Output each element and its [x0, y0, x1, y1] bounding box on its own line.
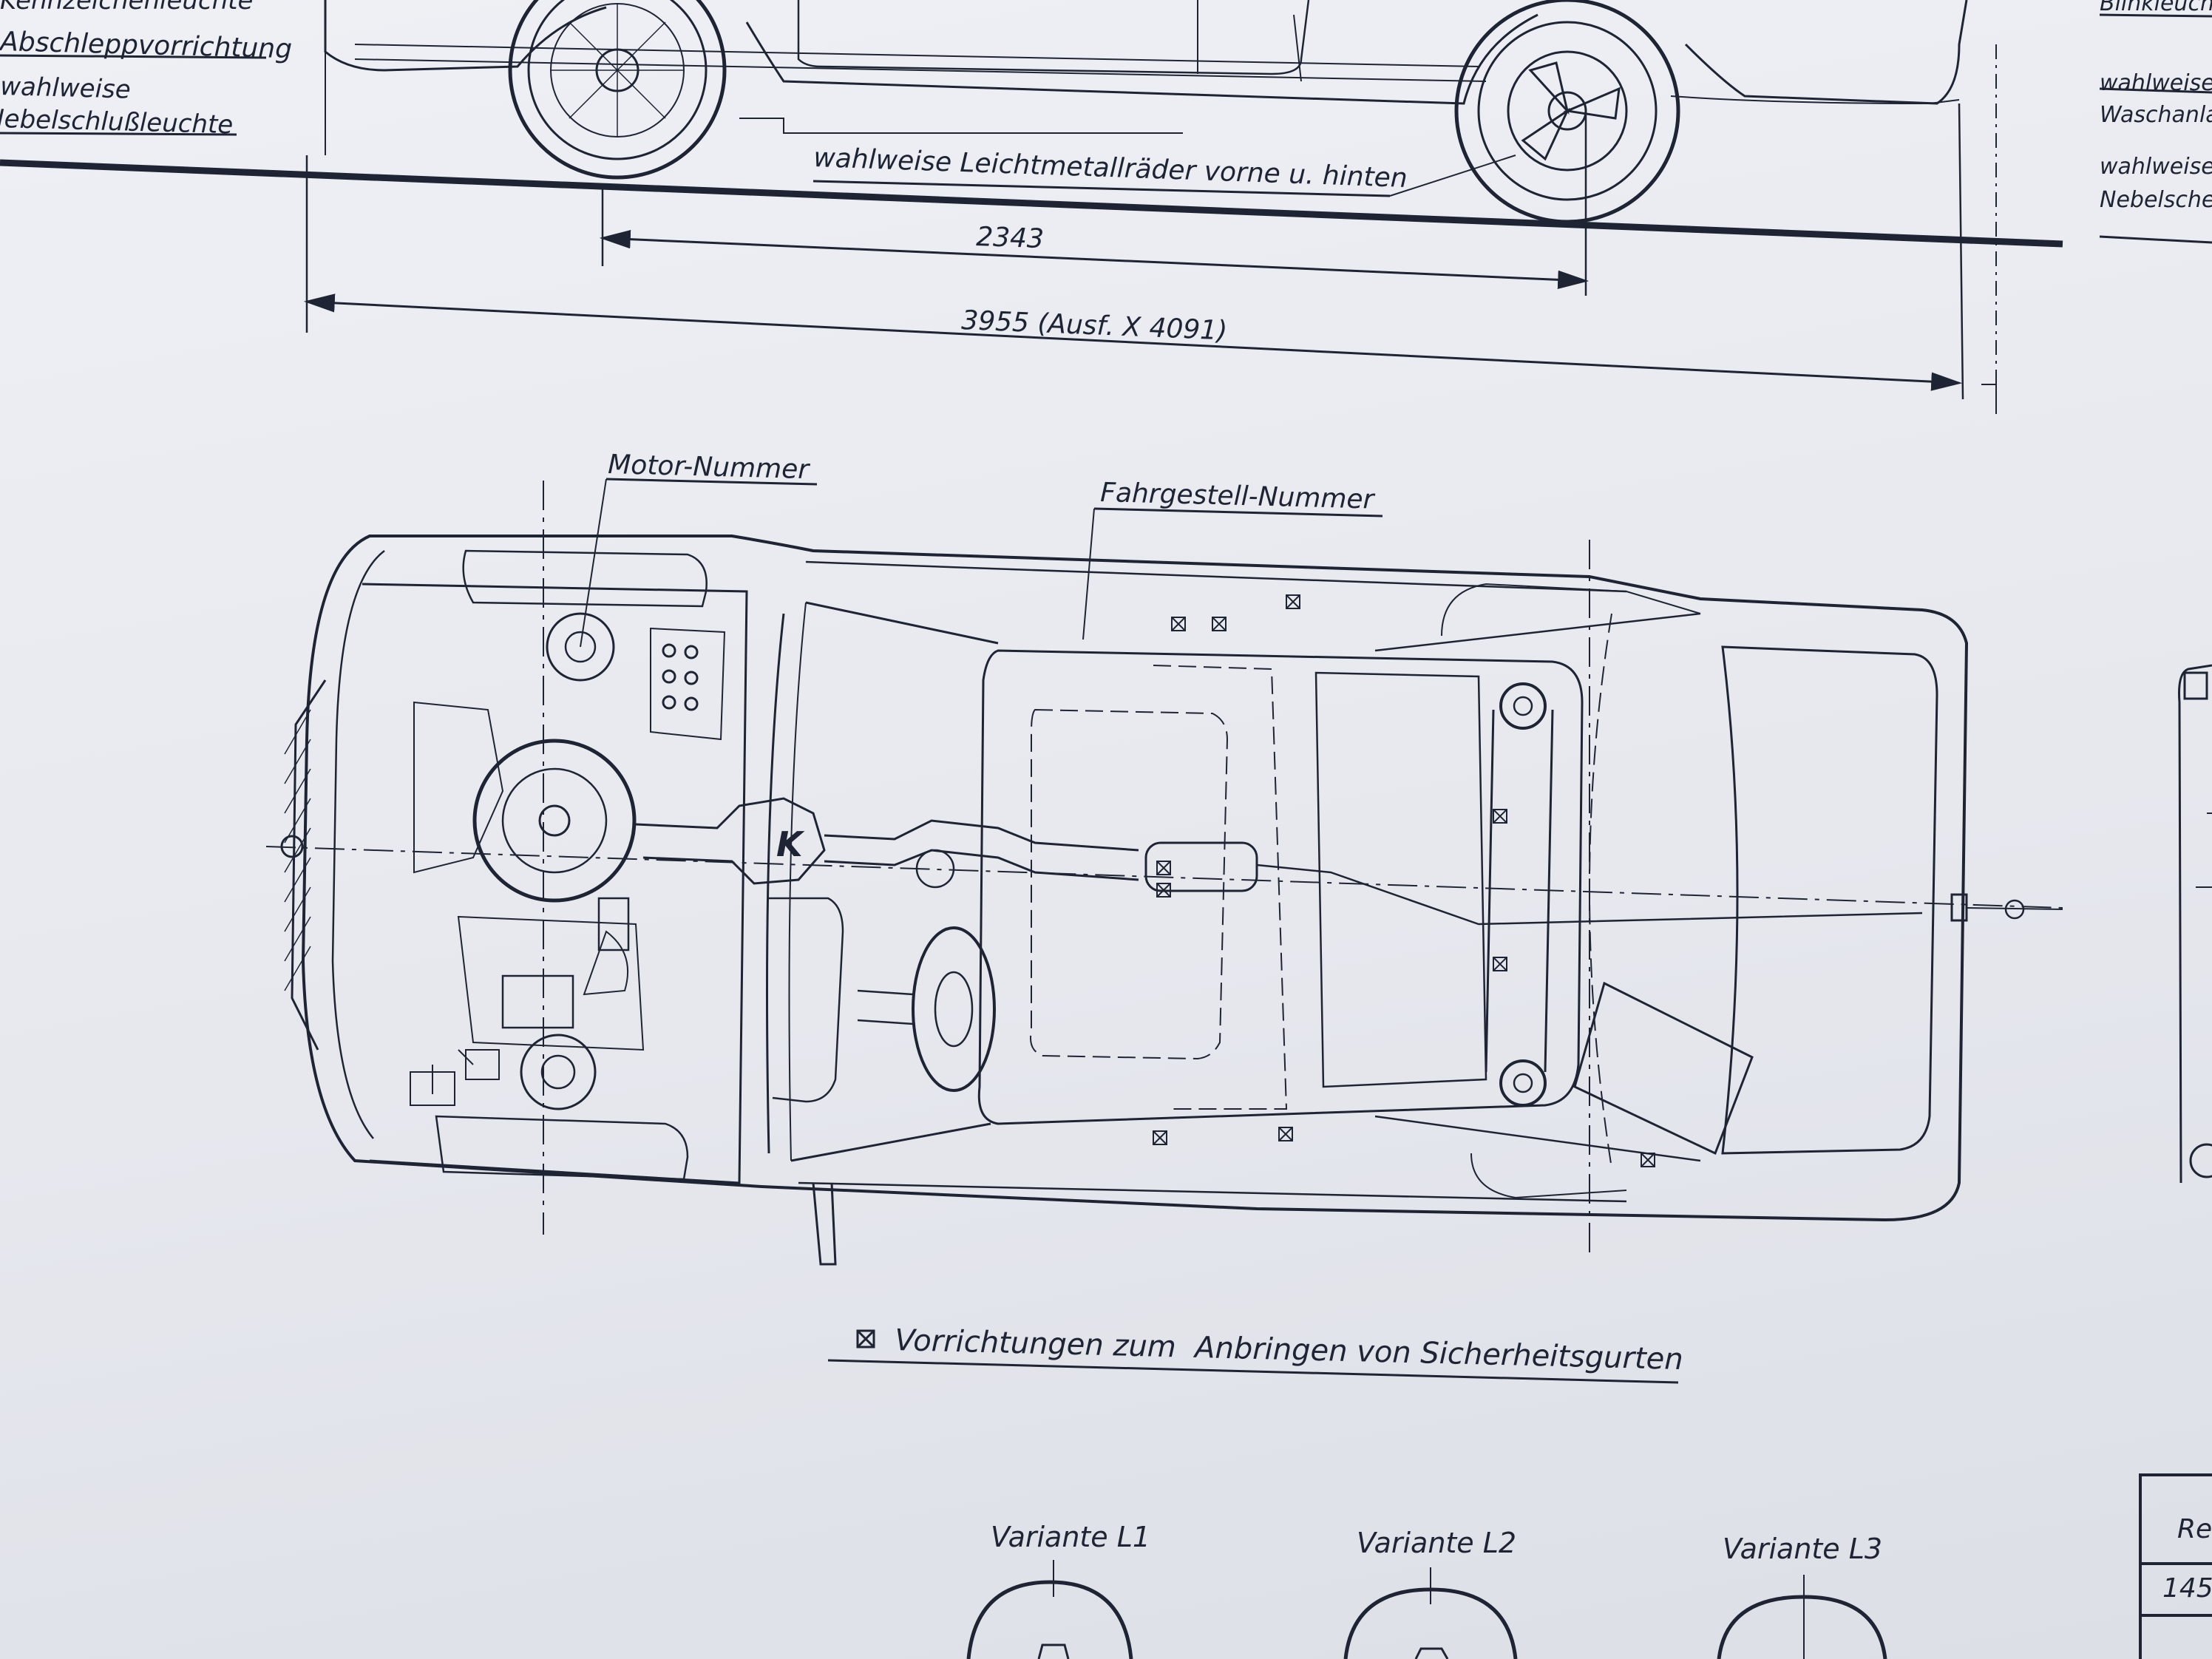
label-left-top-partial: Kennzeichenleuchte: [0, 0, 253, 16]
wheelbase-dim-line: [599, 230, 1590, 289]
variant-l3: Variante L3: [1723, 1533, 1882, 1565]
label-overall-length: 3955 (Ausf. X 4091): [961, 305, 1228, 346]
motor-number-leader: [580, 478, 607, 648]
label-right-washer-partial: Waschanlage: [2100, 102, 2212, 128]
spare-wheel-cover: [1573, 981, 1754, 1156]
exhaust-system: [635, 797, 1923, 926]
label-k-marker: K: [776, 824, 805, 864]
variant-l2: Variante L2: [1357, 1527, 1516, 1559]
label-wheelbase: 2343: [976, 222, 1045, 254]
label-rear-fog-light: Nebelschlußleuchte: [0, 104, 234, 140]
label-alloy-wheels: wahlweise Leichtmetallräder vorne u. hin…: [813, 143, 1408, 194]
alloy-leader: [1389, 155, 1516, 197]
center-axis: [265, 846, 2063, 909]
top-view: [265, 478, 2212, 1266]
dimension-lines: [303, 230, 1963, 391]
label-right-optional-2: wahlweise: [2100, 154, 2212, 180]
cabin-floor: [977, 649, 1584, 1125]
partial-table: [2139, 1473, 2212, 1659]
chassis-number-leader: [1082, 508, 1095, 640]
label-towing-device: Abschleppvorrichtung: [0, 27, 293, 64]
label-seatbelt-legend: Vorrichtungen zum Anbringen von Sicherhe…: [895, 1323, 1683, 1377]
rear-window: [1721, 645, 1938, 1155]
muffler: [1144, 841, 1258, 892]
front-grille: [291, 679, 327, 1051]
steering-wheel: [857, 926, 996, 1092]
label-right-optional-1: wahlweise: [2100, 70, 2212, 96]
table-value-partial: 145: [2162, 1573, 2212, 1604]
front-wheel-side: [508, 0, 727, 180]
side-view: [0, 0, 2212, 414]
overall-length-dim-line: [303, 294, 1963, 391]
body-outline-top: [301, 535, 1969, 1222]
table-header-partial: Re: [2177, 1514, 2212, 1544]
engine-bay: [362, 583, 748, 1184]
variant-l1: Variante L1: [991, 1521, 1150, 1553]
variants-row: [966, 1560, 1887, 1659]
side-body-outline: [324, 0, 1968, 105]
label-right-top-partial: Blinkleuchte: [2100, 0, 2212, 16]
label-motor-number: Motor-Nummer: [608, 449, 811, 485]
seatbelt-markers: [1153, 594, 1655, 1167]
label-right-fog-partial: Nebelscheinwerfer: [2100, 187, 2212, 213]
seatbelt-legend: [827, 1329, 1679, 1384]
engine: [410, 612, 726, 1110]
label-left-optional: wahlweise: [0, 72, 131, 105]
label-chassis-number: Fahrgestell-Nummer: [1100, 478, 1376, 515]
ground-line: [0, 159, 2063, 248]
rear-wheel-side-alloy: [1454, 0, 1680, 224]
